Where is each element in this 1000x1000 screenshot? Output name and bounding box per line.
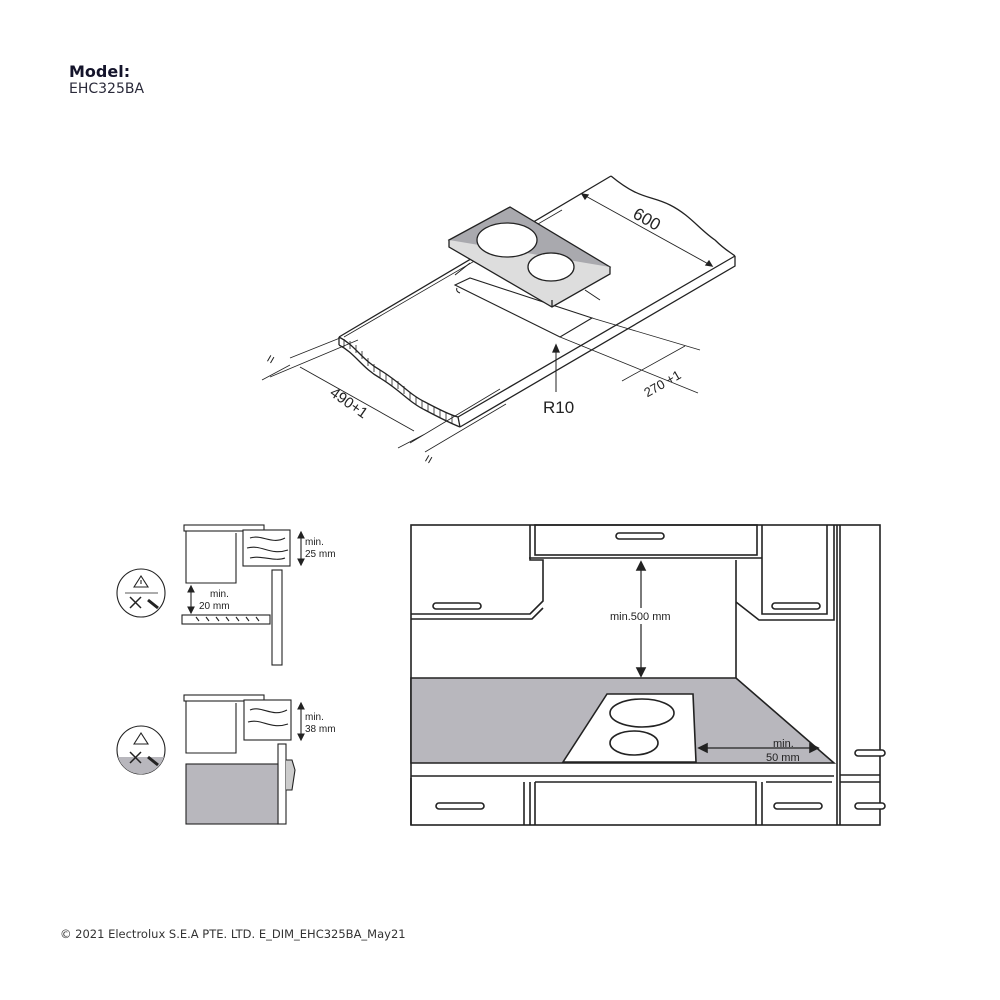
- equal-mark-left: =: [261, 351, 279, 366]
- dim-cutout-depth: 490+1: [327, 384, 371, 422]
- detail1-gap-value: 20 mm: [199, 601, 230, 612]
- kitchen-diagram: [410, 524, 886, 826]
- model-number: EHC325BA: [69, 81, 145, 97]
- footer-copyright: © 2021 Electrolux S.E.A PTE. LTD. E_DIM_…: [60, 927, 406, 941]
- installation-detail-1: [116, 524, 305, 666]
- detail1-gap-label: min.: [210, 589, 229, 600]
- detail1-top-value: 25 mm: [305, 549, 336, 560]
- equal-mark-right: =: [419, 451, 437, 466]
- detail2-value: 38 mm: [305, 724, 336, 735]
- model-label: Model:: [69, 62, 131, 81]
- installation-detail-2: [116, 694, 305, 825]
- dim-radius: R10: [543, 398, 574, 417]
- dim-cutout-width: 270 +1: [641, 367, 683, 400]
- dim-width-600: 600: [630, 204, 664, 235]
- side-clearance-value: 50 mm: [766, 752, 800, 764]
- detail2-label: min.: [305, 712, 324, 723]
- side-clearance-label: min.: [773, 738, 794, 750]
- detail1-top-label: min.: [305, 537, 324, 548]
- clearance-above-label: min.500 mm: [610, 611, 671, 623]
